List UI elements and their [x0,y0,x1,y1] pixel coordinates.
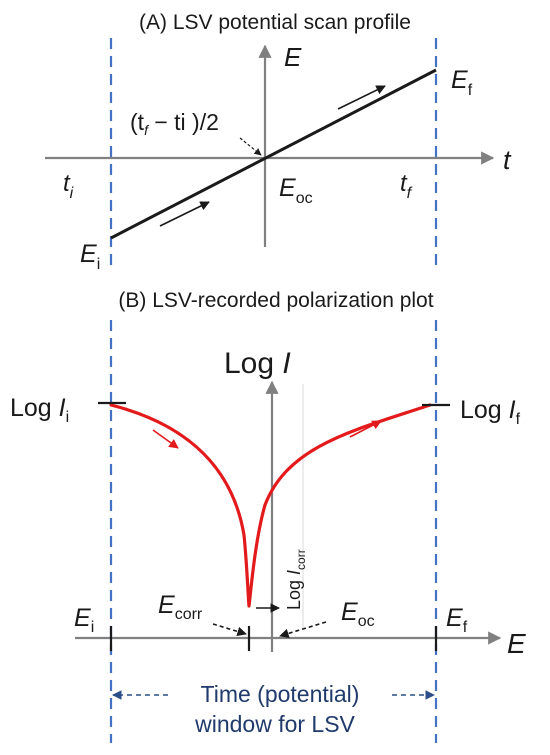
panel-a-midpoint-label: (tf − ti )/2 [130,109,219,138]
panel-b-log-i-final-label: Log If [460,396,521,428]
panel-a-e-oc-label: Eoc [279,174,313,207]
panel-b-title: (B) LSV-recorded polarization plot [118,289,433,312]
panel-b-ecorr-pointer [212,623,247,637]
panel-a-e-final-label: Ef [451,66,473,99]
panel-a-t-axis-label: t [503,145,512,175]
panel-b-e-corr-label: Ecorr [158,591,203,623]
panel-a: (A) LSV potential scan profile E t (tf −… [45,11,512,273]
panel-b-eoc-pointer [279,621,327,639]
panel-b-window-label-line2: window for LSV [194,711,355,737]
panel-b-e-axis-label: E [507,628,526,659]
panel-a-e-axis-label: E [284,42,302,72]
panel-b-log-icorr-label: Log Icorr [284,549,308,610]
panel-b-log-i-axis-label: Log I [224,347,291,380]
panel-b-e-final-label: Ef [446,604,468,636]
panel-a-direction-arrow-upper [337,85,386,110]
panel-b-direction-arrow-left [152,429,179,449]
panel-b-direction-arrow-right [349,420,382,438]
panel-b-e-initial-label: Ei [74,604,94,636]
panel-b-log-i-initial-label: Log Ii [10,394,69,426]
panel-a-scan-line [110,68,437,240]
panel-a-midpoint-pointer [239,137,262,156]
panel-a-e-initial-label: Ei [80,240,100,273]
panel-b: (B) LSV-recorded polarization plot [10,289,526,743]
panel-a-title: (A) LSV potential scan profile [139,11,411,34]
panel-b-window-label-line1: Time (potential) [201,681,360,707]
panel-b-e-oc-label: Eoc [341,598,375,630]
panel-b-polarization-curve [109,403,432,608]
panel-a-t-final-label: tf [400,170,413,202]
panel-a-t-initial-label: ti [63,170,74,202]
panel-a-direction-arrow-lower [159,201,210,227]
